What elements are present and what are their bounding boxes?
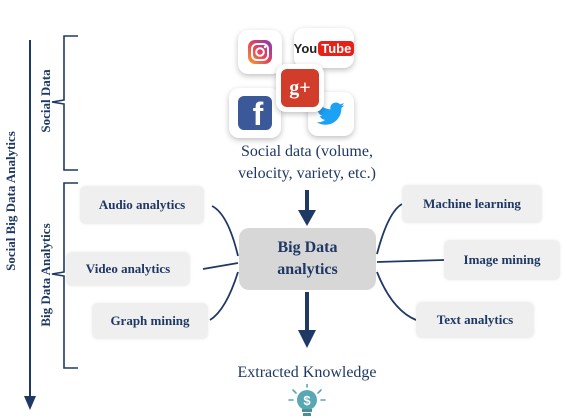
node-video-analytics: Video analytics [66, 252, 190, 286]
youtube-icon: You Tube [294, 40, 355, 56]
twitter-icon [317, 102, 345, 125]
social-data-caption: Social data (volume, velocity, variety, … [238, 143, 376, 182]
group-label-social-data: Social Data [38, 69, 53, 133]
google-plus-tile: g+ [276, 64, 324, 112]
node-graph-mining: Graph mining [92, 303, 208, 339]
instagram-icon [248, 40, 272, 64]
arrow-down-2 [298, 330, 316, 348]
social-data-bracket [51, 35, 78, 171]
youtube-tile: You Tube [294, 28, 355, 68]
big-data-analytics-box: Big Data analytics [239, 228, 376, 290]
node-audio-analytics: Audio analytics [80, 186, 204, 224]
google-plus-icon: g+ [281, 69, 319, 107]
extracted-knowledge-label: Extracted Knowledge [237, 364, 377, 381]
node-machine-learning: Machine learning [402, 185, 542, 223]
lightbulb-dollar-icon: $ [288, 384, 326, 416]
twitter-tile [308, 92, 354, 136]
group-label-big-data-analytics: Big Data Analytics [38, 223, 53, 327]
axis-label: Social Big Data Analytics [3, 131, 18, 271]
node-image-mining: Image mining [444, 240, 560, 280]
instagram-tile [238, 30, 282, 74]
analytics-bracket [51, 182, 78, 369]
facebook-icon: f [238, 96, 272, 130]
svg-text:$: $ [303, 393, 311, 408]
node-text-analytics: Text analytics [416, 302, 534, 338]
arrow-down-1 [298, 210, 316, 226]
facebook-tile: f [229, 88, 281, 138]
axis-arrow-head [24, 396, 36, 410]
